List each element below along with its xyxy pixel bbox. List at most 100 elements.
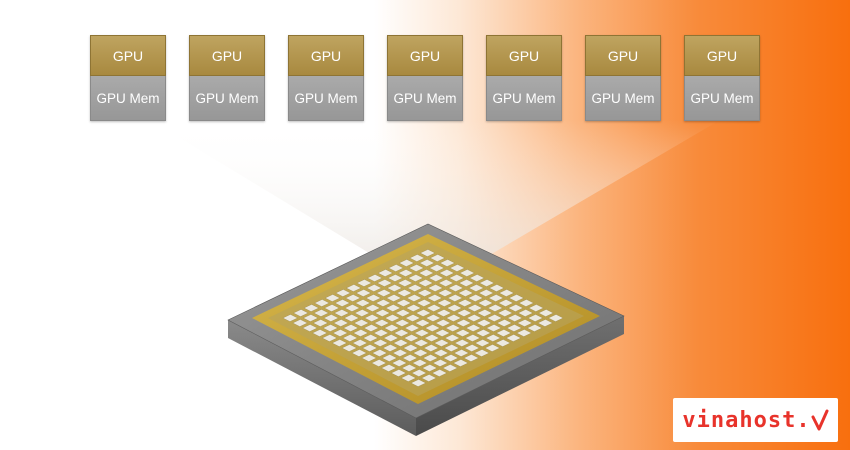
compute-cell: [405, 304, 422, 312]
compute-cell: [467, 294, 484, 302]
gpu-mem-label: GPU Mem: [585, 76, 661, 121]
compute-cell: [402, 344, 419, 352]
compute-cell: [445, 314, 462, 322]
compute-cell: [333, 309, 350, 317]
compute-cell: [356, 279, 373, 287]
compute-cell: [459, 269, 475, 277]
compute-cell: [488, 294, 504, 302]
compute-cell: [373, 329, 389, 337]
compute-cell-grid: [282, 249, 564, 387]
compute-cell: [456, 309, 473, 317]
compute-cell: [362, 334, 379, 342]
gpu-label: GPU: [387, 35, 463, 76]
compute-cell: [497, 309, 513, 317]
compute-cell: [396, 289, 413, 297]
checkmark-icon: [811, 409, 829, 431]
compute-cell: [454, 339, 470, 347]
compute-cell: [417, 279, 434, 287]
compute-cell: [426, 304, 442, 312]
compute-cell: [507, 304, 524, 312]
compute-cell: [331, 339, 348, 347]
compute-cell: [464, 344, 480, 352]
compute-cell: [442, 354, 459, 362]
gpu-unit-5: GPU GPU Mem: [486, 35, 562, 121]
compute-cell: [354, 299, 371, 307]
compute-cell: [398, 259, 415, 267]
compute-cell: [476, 309, 493, 317]
compute-cell: [495, 339, 511, 347]
compute-cell: [428, 274, 444, 282]
gpu-label: GPU: [486, 35, 562, 76]
compute-cell: [443, 344, 460, 352]
compute-cell: [335, 289, 351, 297]
compute-cell: [457, 289, 474, 297]
compute-cell: [397, 279, 413, 287]
compute-cell: [282, 314, 299, 322]
compute-cell: [343, 314, 360, 322]
compute-cell: [323, 304, 340, 312]
compute-cell: [452, 359, 469, 367]
compute-cell: [469, 274, 485, 282]
compute-cell: [516, 319, 533, 327]
gpu-unit-1: GPU GPU Mem: [90, 35, 166, 121]
compute-cell: [352, 329, 369, 337]
compute-cell: [435, 309, 452, 317]
compute-cell: [473, 349, 490, 357]
compute-cell: [485, 324, 502, 332]
compute-cell: [526, 324, 543, 332]
compute-cell: [422, 354, 439, 362]
compute-cell: [391, 359, 408, 367]
compute-cell: [431, 369, 448, 377]
compute-cell: [449, 264, 466, 272]
compute-cell: [454, 329, 471, 337]
compute-cell: [407, 284, 423, 292]
gpu-label: GPU: [288, 35, 364, 76]
compute-cell: [438, 279, 454, 287]
compute-cell: [355, 289, 372, 297]
compute-cell: [466, 304, 483, 312]
gpu-mem-label: GPU Mem: [486, 76, 562, 121]
compute-cell: [434, 329, 451, 337]
compute-cell: [302, 314, 319, 322]
compute-cell: [423, 334, 440, 342]
compute-cell: [486, 314, 503, 322]
gpu-label: GPU: [585, 35, 661, 76]
compute-cell: [323, 314, 339, 322]
compute-cell: [332, 329, 349, 337]
compute-cell: [427, 284, 444, 292]
compute-cell: [385, 304, 401, 312]
compute-cell: [342, 324, 359, 332]
compute-cell: [498, 289, 515, 297]
substrate-side-right: [416, 316, 624, 436]
compute-cell: [453, 349, 470, 357]
compute-cell: [435, 319, 451, 327]
compute-cell: [364, 314, 380, 322]
gpu-label: GPU: [189, 35, 265, 76]
vinahost-logo[interactable]: vinahost.: [673, 398, 838, 442]
compute-cell: [415, 309, 432, 317]
compute-cell: [468, 284, 485, 292]
gpu-mem-label: GPU Mem: [189, 76, 265, 121]
compute-cell: [455, 319, 472, 327]
gpu-mem-label: GPU Mem: [90, 76, 166, 121]
compute-cell: [466, 314, 482, 322]
compute-cell: [507, 314, 523, 322]
compute-cell: [416, 289, 433, 297]
compute-cell: [478, 289, 494, 297]
compute-cell: [397, 269, 414, 277]
compute-cell: [485, 334, 501, 342]
compute-cell: [386, 284, 403, 292]
compute-cell: [345, 294, 361, 302]
compute-cell: [419, 259, 435, 267]
compute-cell: [364, 304, 381, 312]
compute-cell: [413, 339, 430, 347]
gpu-unit-2: GPU GPU Mem: [189, 35, 265, 121]
compute-cell: [351, 349, 368, 357]
compute-cell: [475, 329, 492, 337]
compute-cell: [433, 339, 450, 347]
compute-cell: [409, 254, 425, 262]
compute-cell: [476, 319, 492, 327]
compute-cell: [527, 314, 544, 322]
compute-cell: [518, 299, 535, 307]
